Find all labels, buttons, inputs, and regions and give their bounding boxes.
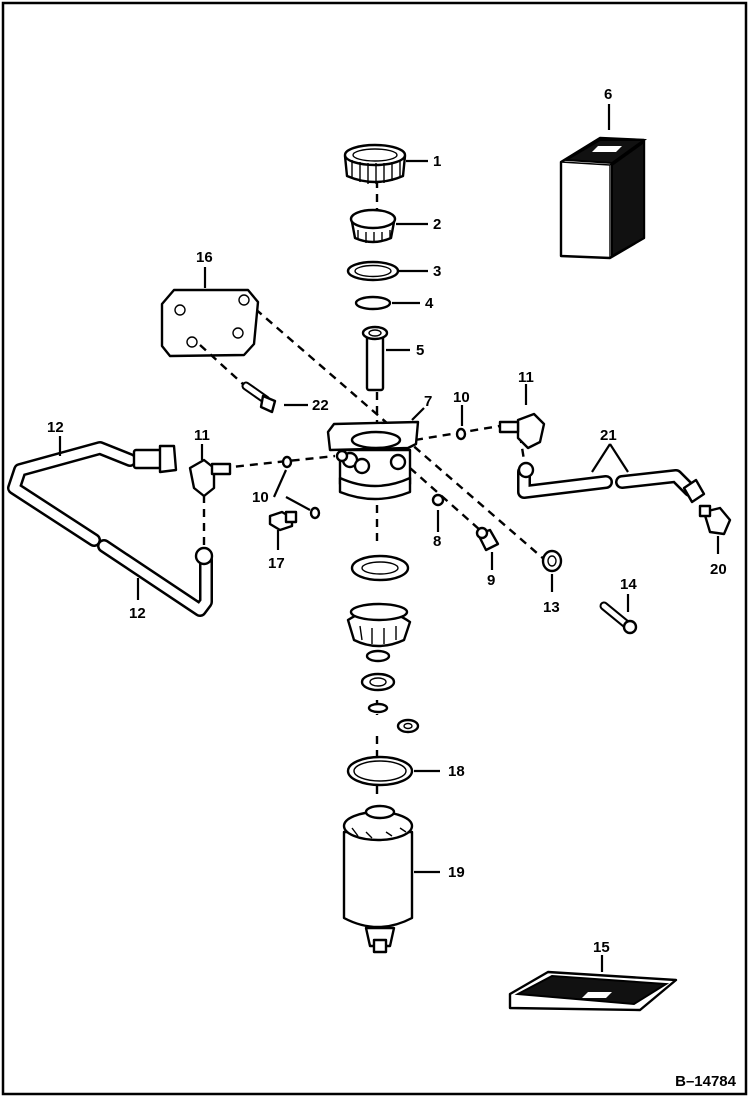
callout-10-upper: 10 bbox=[453, 389, 470, 406]
part-14-bolt bbox=[599, 601, 638, 635]
callout-4: 4 bbox=[425, 295, 434, 312]
part-1-cap-ring bbox=[343, 143, 407, 184]
lower-seal-ring bbox=[350, 554, 410, 582]
part-13-washer bbox=[541, 549, 563, 573]
callout-21: 21 bbox=[600, 427, 617, 444]
part-2-cap bbox=[349, 208, 397, 244]
part-17-plug bbox=[268, 510, 298, 532]
callout-17: 17 bbox=[268, 555, 285, 572]
callout-labels: 1 2 3 4 5 6 7 8 9 10 10 11 11 12 12 13 1… bbox=[47, 86, 727, 956]
callout-15: 15 bbox=[593, 939, 610, 956]
part-5-tube bbox=[361, 325, 389, 392]
callout-10-lower: 10 bbox=[252, 489, 269, 506]
part-3-seal-ring bbox=[346, 260, 400, 282]
callout-12-upper: 12 bbox=[47, 419, 64, 436]
callout-11-right: 11 bbox=[518, 369, 534, 386]
callout-5: 5 bbox=[416, 342, 424, 359]
part-8-ball bbox=[431, 493, 445, 507]
leader-lines bbox=[58, 104, 720, 972]
callout-2: 2 bbox=[433, 216, 441, 233]
callout-13: 13 bbox=[543, 599, 560, 616]
callout-22: 22 bbox=[312, 397, 329, 414]
callout-7: 7 bbox=[424, 393, 432, 410]
part-21-fuel-lines bbox=[517, 461, 706, 504]
callout-14: 14 bbox=[620, 576, 637, 593]
lower-small-o-ring bbox=[367, 702, 389, 714]
callout-11-left: 11 bbox=[194, 427, 210, 444]
part-20-connector bbox=[698, 504, 732, 536]
lower-valve bbox=[360, 672, 396, 692]
part-16-mounting-plate bbox=[160, 288, 260, 358]
part-18-bowl-seal bbox=[346, 755, 414, 787]
callout-9: 9 bbox=[487, 572, 495, 589]
part-11-elbow-fitting-right bbox=[498, 412, 546, 450]
part-22-bolt bbox=[199, 344, 277, 414]
callout-3: 3 bbox=[433, 263, 441, 280]
callout-6: 6 bbox=[604, 86, 612, 103]
lower-o-ring bbox=[365, 649, 391, 663]
callout-1: 1 bbox=[433, 153, 441, 170]
part-10-o-rings bbox=[281, 427, 467, 520]
lower-collar bbox=[346, 602, 412, 648]
lower-nut bbox=[396, 718, 420, 734]
part-11-elbow-fitting-left bbox=[188, 458, 232, 498]
callout-20: 20 bbox=[710, 561, 727, 578]
part-19-filter-element bbox=[342, 804, 414, 954]
callout-12-lower: 12 bbox=[129, 605, 146, 622]
callout-16: 16 bbox=[196, 249, 213, 266]
part-4-o-ring bbox=[354, 295, 392, 311]
callout-8: 8 bbox=[433, 533, 441, 550]
part-9-screw bbox=[475, 526, 500, 552]
callout-19: 19 bbox=[448, 864, 465, 881]
part-7-filter-head bbox=[326, 420, 420, 501]
callout-18: 18 bbox=[448, 763, 465, 780]
part-15-label-decal bbox=[508, 970, 678, 1012]
figure-id: B–14784 bbox=[675, 1073, 737, 1090]
part-6-box bbox=[559, 136, 648, 260]
part-12-fuel-lines bbox=[7, 441, 214, 617]
